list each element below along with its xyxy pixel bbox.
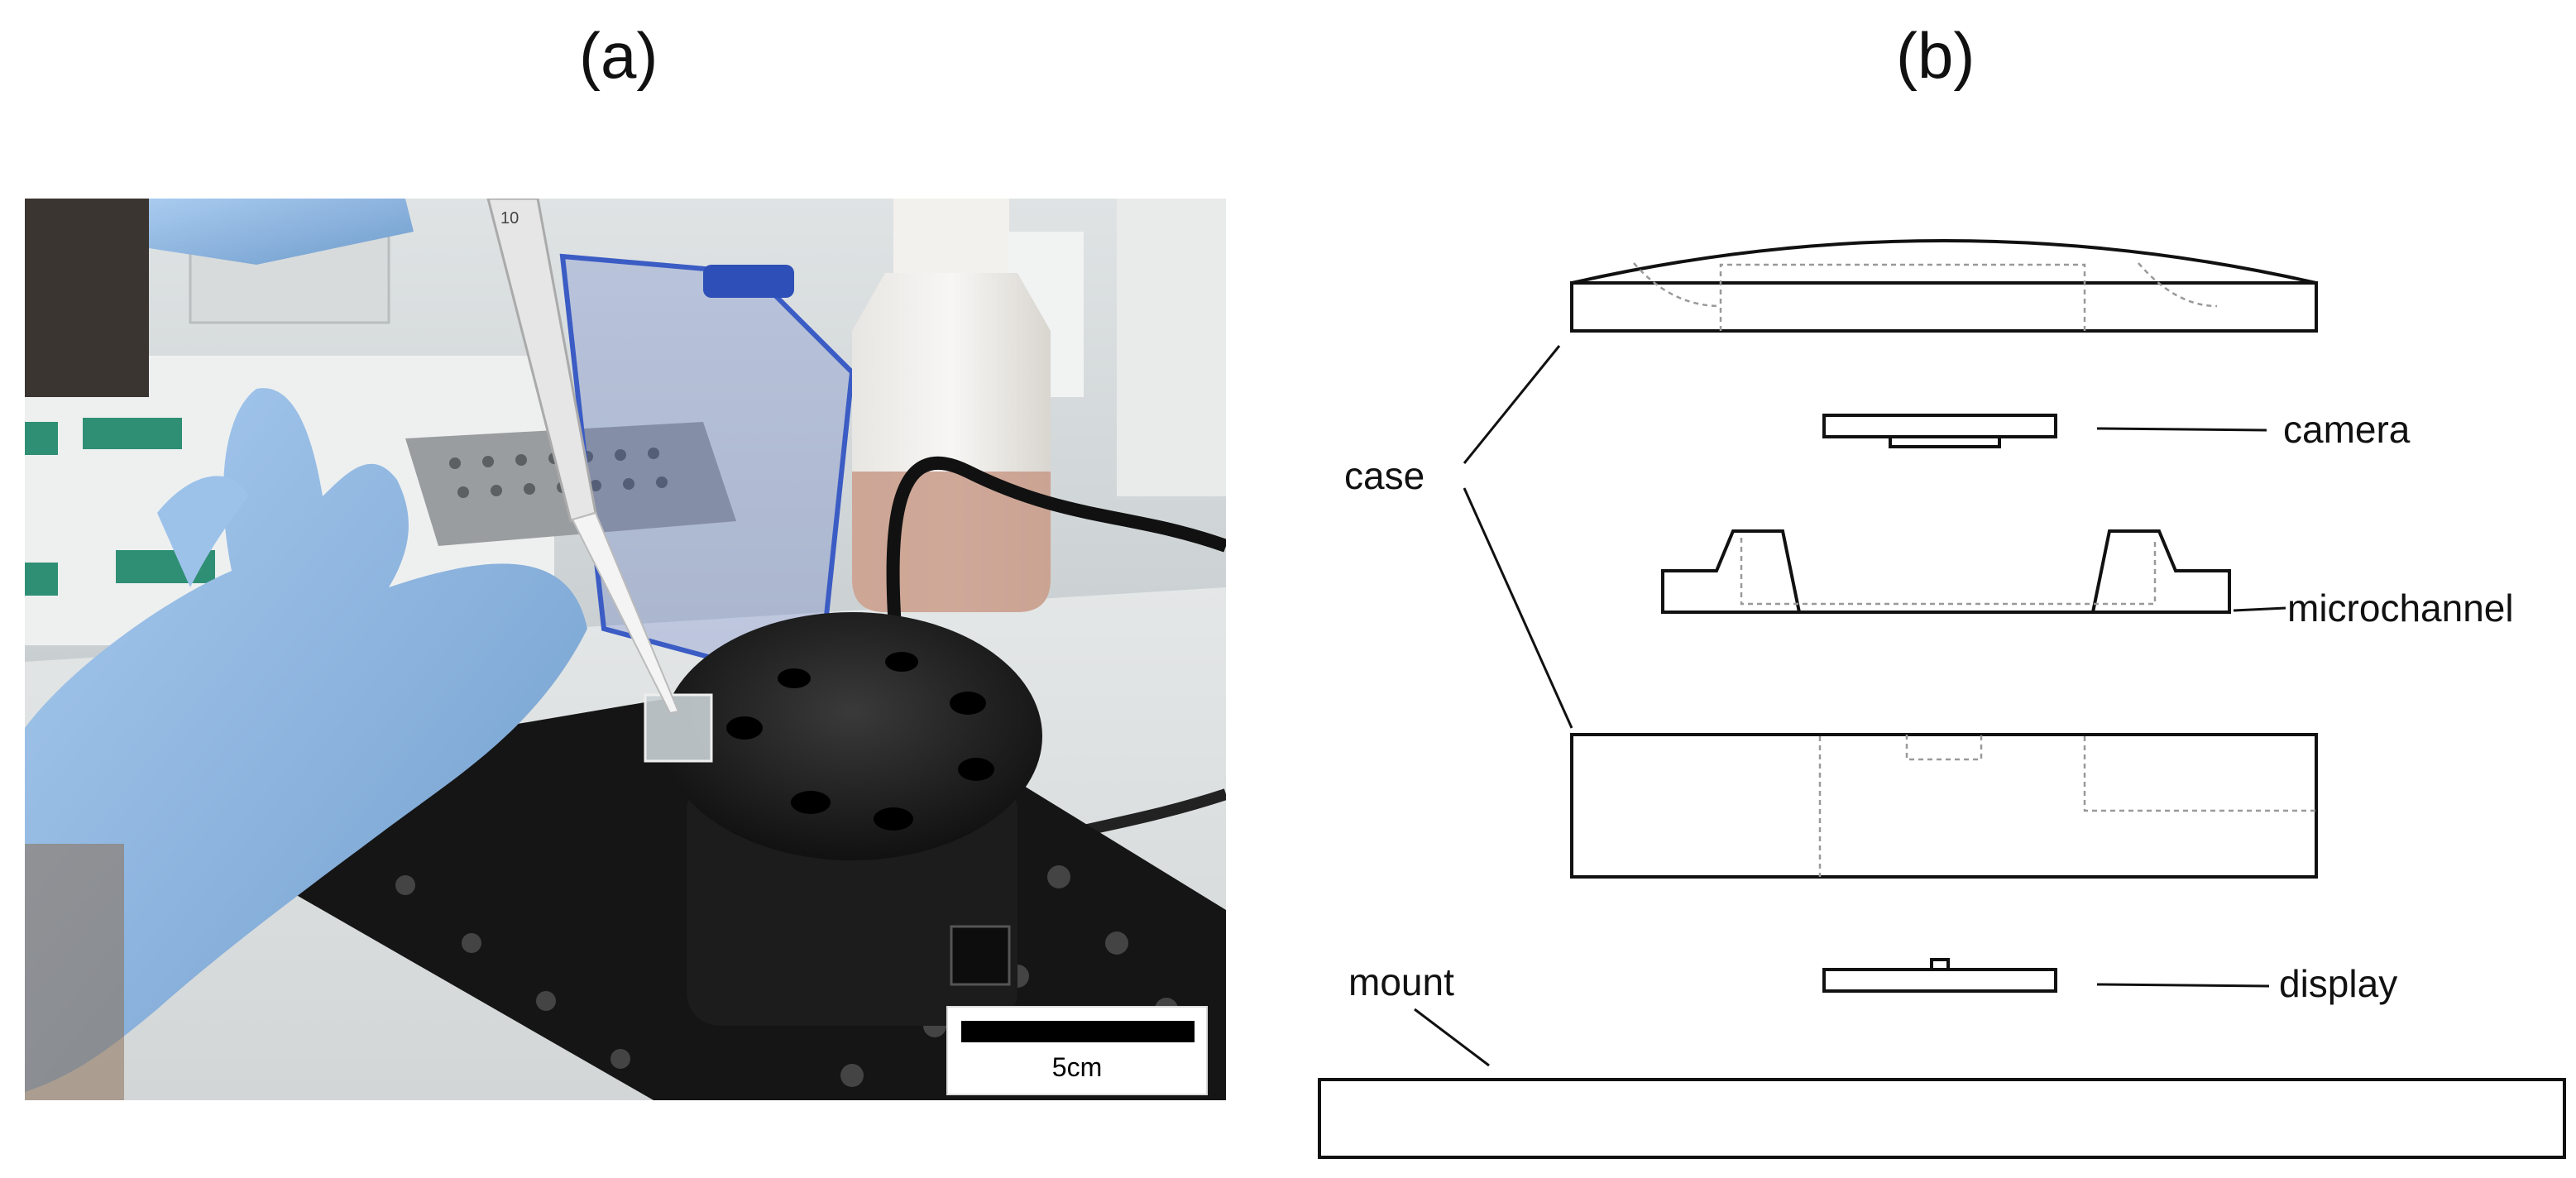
lab-photo-illustration: 10 [25, 199, 1226, 1100]
label-case: case [1344, 454, 1425, 497]
lab-photo: 10 5cm [25, 199, 1226, 1100]
case-body [1570, 733, 2318, 879]
device-dome [662, 612, 1042, 860]
exploded-view-diagram: case camera microchannel display mount [1290, 190, 2576, 1174]
gloved-hand [25, 388, 587, 1092]
case-lid-dome [1571, 239, 2317, 285]
camera-cable [886, 456, 1226, 704]
device-connector [950, 925, 1011, 986]
display-connector [1930, 958, 1950, 971]
upper-glove [149, 199, 414, 265]
shield-clip [703, 265, 794, 298]
hidden-lines [1633, 262, 2316, 877]
sleeve-cuff [25, 844, 124, 1100]
scale-bar [961, 1021, 1195, 1042]
dome-holes [726, 652, 994, 831]
scale-bar-label: 5cm [1051, 1052, 1103, 1082]
microchannel-chip [644, 693, 713, 763]
camera-lens [1889, 435, 2001, 448]
sleeve [25, 199, 149, 397]
case-lid [1570, 281, 2318, 333]
cabinet-tab [83, 418, 182, 449]
pipette-label: 10 [500, 209, 519, 227]
bottle-cap [893, 199, 1009, 273]
label-display: display [2279, 962, 2398, 1005]
leader-lines [1414, 345, 2286, 1067]
mount-plate [1318, 1078, 2566, 1159]
diagram-drawing [1318, 239, 2566, 1159]
display-board [1822, 968, 2057, 993]
label-mount: mount [1348, 960, 1454, 1003]
camera-board [1822, 414, 2057, 438]
pipette-tip [571, 511, 680, 715]
glove-finger [157, 476, 248, 587]
cabinet-tab [25, 422, 58, 455]
label-microchannel: microchannel [2287, 587, 2514, 630]
scale-bar-box: 5cm [946, 1006, 1208, 1095]
panel-label-b: (b) [1896, 19, 1975, 92]
panel-label-a: (a) [579, 19, 658, 92]
cabinet-tab [25, 563, 58, 596]
label-camera: camera [2283, 408, 2411, 451]
shelf-upright [1117, 199, 1226, 496]
microchannel-part [1661, 529, 2231, 614]
